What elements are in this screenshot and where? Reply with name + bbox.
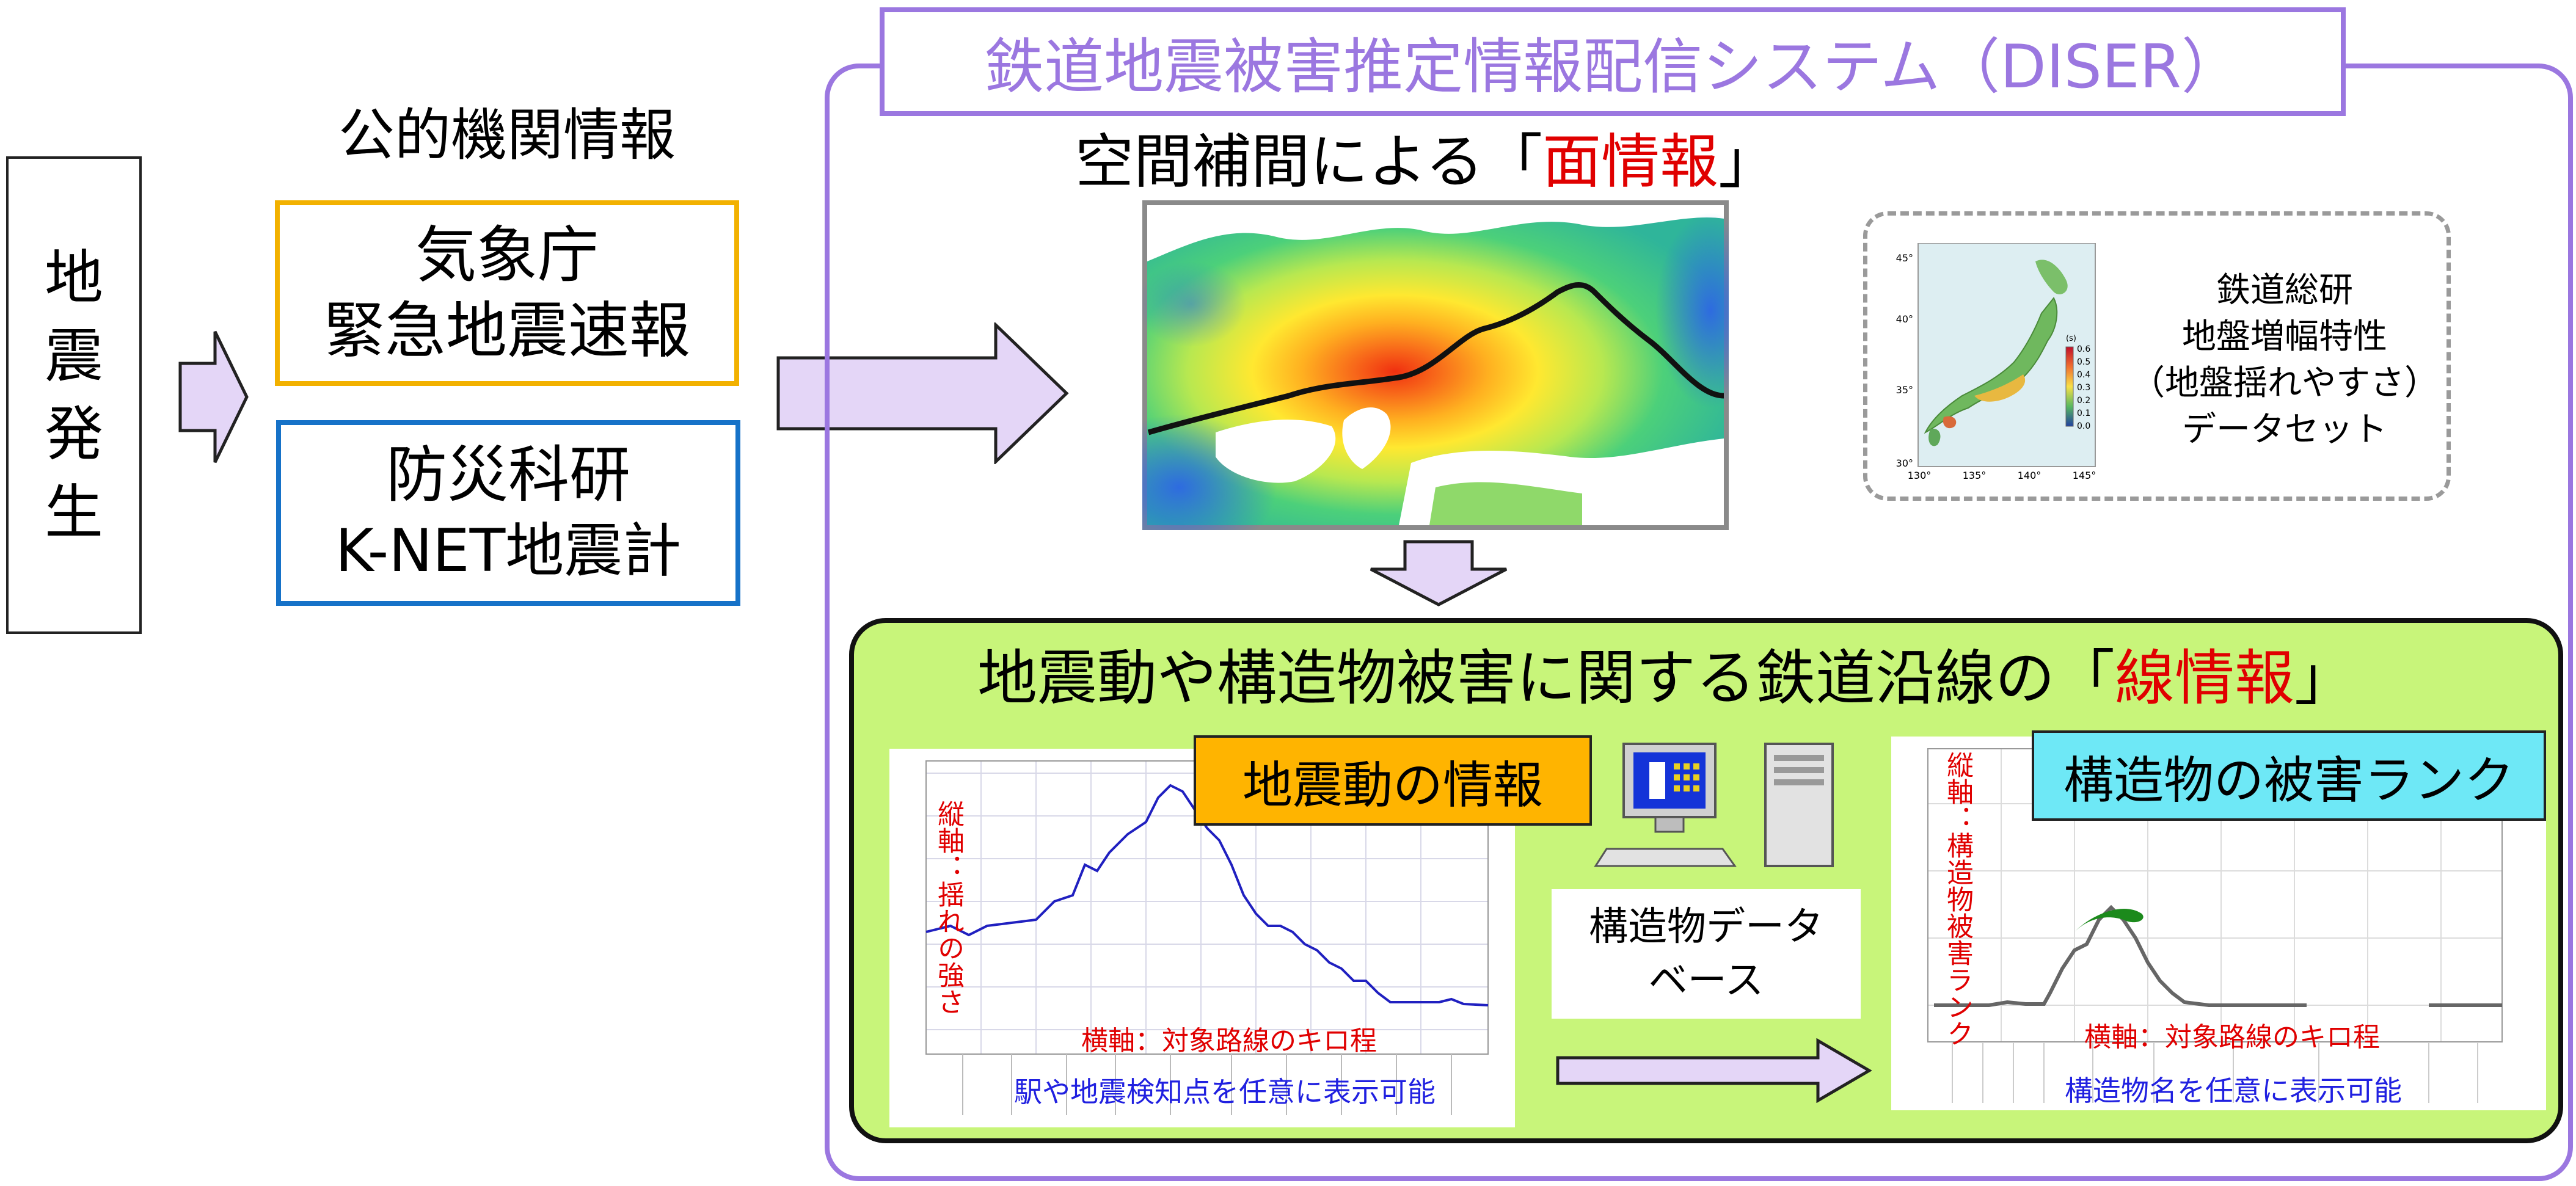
arrow-down-to-line-info xyxy=(1370,540,1508,606)
dataset-line: データセット xyxy=(2182,410,2387,449)
dataset-line: （地盤揺れやすさ） xyxy=(2131,363,2439,403)
line-info-highlight: 線情報 xyxy=(2115,644,2295,713)
damage-x-annotation: 横軸：対象路線のキロ程 xyxy=(2084,1022,2380,1053)
ground-motion-y-annotation: 縦軸：揺れの強さ xyxy=(933,800,964,1015)
nied-name: 防災科研 xyxy=(386,439,630,511)
event-char: 生 xyxy=(45,478,103,547)
lat-tick: 30° xyxy=(1896,457,1913,469)
structure-database-box: 構造物データ ベース xyxy=(1552,889,1861,1019)
computer-icon xyxy=(1594,743,1834,867)
database-line2: ベース xyxy=(1648,958,1764,1003)
earthquake-occurrence-box: 地 震 発 生 xyxy=(6,156,142,634)
lon-tick: 145° xyxy=(2073,470,2096,481)
scale-tick: 0.3 xyxy=(2077,383,2090,393)
jma-name: 気象庁 xyxy=(415,219,599,291)
area-info-highlight: 面情報 xyxy=(1542,128,1719,196)
lon-tick: 130° xyxy=(1908,470,1932,481)
line-info-prefix: 地震動や構造物被害に関する鉄道沿線の「 xyxy=(977,644,2115,713)
arrow-to-damage-chart xyxy=(1556,1038,1872,1103)
area-info-prefix: 空間補間による「 xyxy=(1075,128,1543,196)
ground-motion-label: 地震動の情報 xyxy=(1194,735,1592,826)
system-title: 鉄道地震被害推定情報配信システム（DISER） xyxy=(880,7,2346,116)
area-info-suffix: 」 xyxy=(1718,128,1778,196)
scale-unit: (s) xyxy=(2066,334,2076,343)
line-info-heading: 地震動や構造物被害に関する鉄道沿線の「線情報」 xyxy=(977,639,2354,718)
jma-box: 気象庁 緊急地震速報 xyxy=(275,200,739,386)
dataset-line: 地盤増幅特性 xyxy=(2182,317,2387,357)
scale-tick: 0.1 xyxy=(2077,409,2090,418)
ground-motion-footer: 駅や地震検知点を任意に表示可能 xyxy=(1014,1075,1436,1108)
lat-tick: 40° xyxy=(1896,313,1913,325)
area-info-heading: 空間補間による「面情報」 xyxy=(1075,122,1777,202)
japan-amplification-map: 45° 40° 35° 30° 130° 135° 140° 145° (s) … xyxy=(1896,243,2096,481)
knet-name: K-NET地震計 xyxy=(335,517,682,585)
nied-box: 防災科研 K-NET地震計 xyxy=(276,420,740,606)
damage-footer: 構造物名を任意に表示可能 xyxy=(2065,1074,2402,1107)
lon-tick: 135° xyxy=(1963,470,1987,481)
event-char: 地 xyxy=(45,244,103,312)
scale-tick: 0.0 xyxy=(2077,421,2090,431)
jma-eew: 緊急地震速報 xyxy=(324,295,690,366)
scale-tick: 0.5 xyxy=(2077,357,2090,367)
area-intensity-map xyxy=(1142,200,1729,530)
scale-tick: 0.4 xyxy=(2077,370,2090,380)
event-char: 発 xyxy=(45,400,103,468)
scale-tick: 0.6 xyxy=(2077,344,2090,354)
arrow-to-system xyxy=(776,322,1069,464)
scale-tick: 0.2 xyxy=(2077,396,2090,406)
ground-motion-x-annotation: 横軸：対象路線のキロ程 xyxy=(1081,1025,1377,1057)
database-line1: 構造物データ xyxy=(1589,904,1823,950)
lat-tick: 45° xyxy=(1896,252,1913,264)
public-info-heading: 公的機関情報 xyxy=(338,102,676,168)
dataset-line: 鉄道総研 xyxy=(2216,271,2353,310)
line-info-suffix: 」 xyxy=(2294,644,2355,713)
damage-rank-label: 構造物の被害ランク xyxy=(2032,730,2546,821)
arrow-to-public-info xyxy=(178,330,249,464)
dataset-caption: 鉄道総研 地盤増幅特性 （地盤揺れやすさ） データセット xyxy=(2131,256,2439,464)
damage-y-annotation: 縦軸：構造物被害ランク xyxy=(1942,751,1973,1047)
lat-tick: 35° xyxy=(1896,384,1913,396)
event-char: 震 xyxy=(45,322,103,390)
ground-amplification-dataset-box xyxy=(1863,211,2451,501)
lon-tick: 140° xyxy=(2018,470,2041,481)
